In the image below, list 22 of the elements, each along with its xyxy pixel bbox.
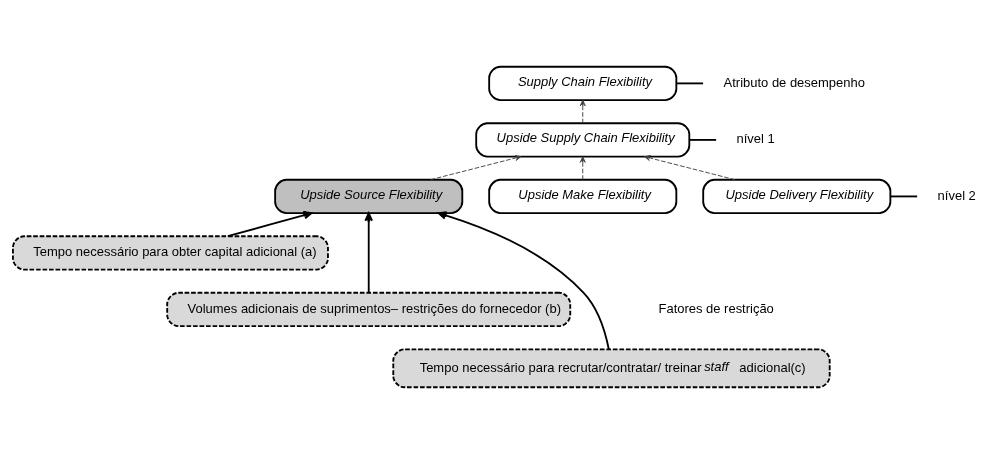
arrow <box>437 211 610 350</box>
node-text: nível 2 <box>937 187 976 203</box>
connector <box>889 195 919 198</box>
arrow <box>430 155 522 181</box>
node-text: nível 1 <box>736 131 775 147</box>
node-box: Supply Chain Flexibility <box>488 65 678 101</box>
node-box: Upside Source Flexibility <box>274 178 464 215</box>
label: Fatores de restrição <box>658 300 774 316</box>
arrow <box>226 210 313 238</box>
node-box: Upside Supply Chain Flexibility <box>475 122 691 158</box>
node-box: Volumes adicionais de suprimentos– restrições do fornecedor (b) <box>166 291 572 328</box>
arrow <box>364 212 373 294</box>
node-box: Upside Make Flexibility <box>488 178 678 215</box>
connector <box>675 82 704 85</box>
arrow <box>579 99 586 124</box>
arrow <box>644 155 736 181</box>
arrow <box>579 156 586 181</box>
node-box: Tempo necessário para recrutar/contratar/ treinar staff adicional(c) <box>392 348 831 389</box>
node-box: Tempo necessário para obter capital adicional (a) <box>12 235 329 271</box>
connector <box>688 138 718 141</box>
node-text: Atributo de desempenho <box>723 74 865 90</box>
node-box: Upside Delivery Flexibility <box>702 178 892 215</box>
